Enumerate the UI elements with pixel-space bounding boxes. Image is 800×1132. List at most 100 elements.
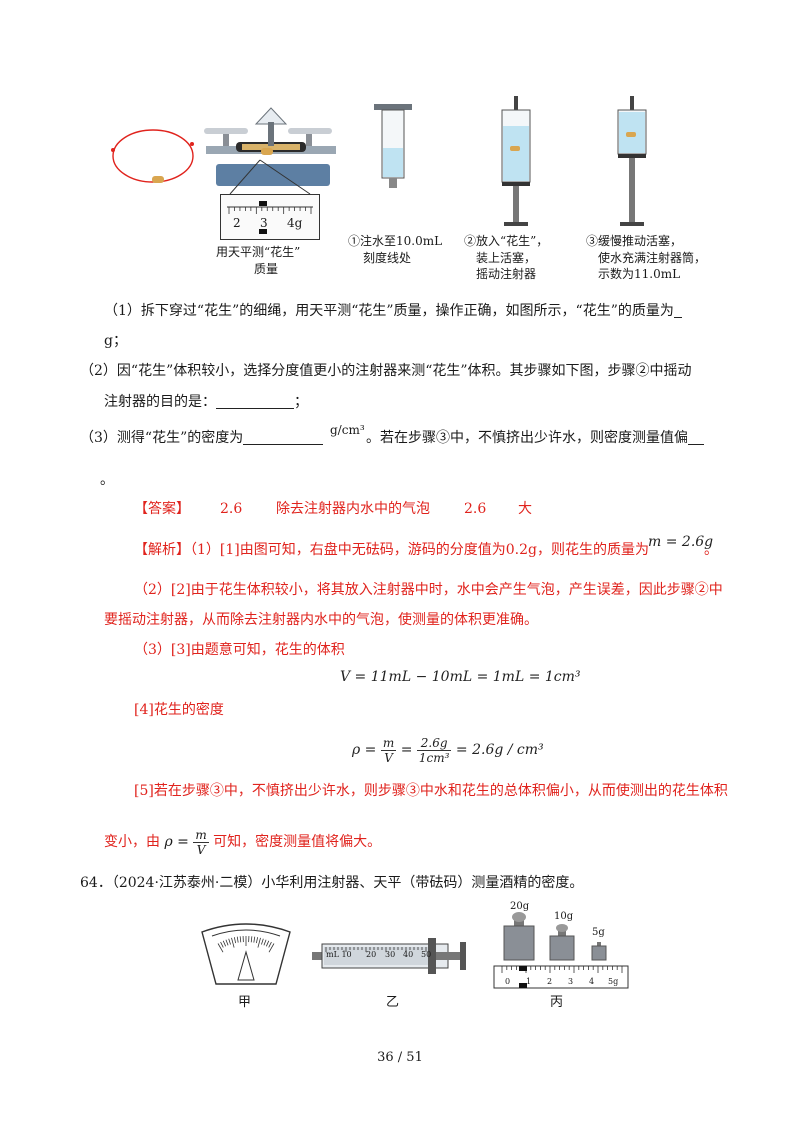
rider-tick-0: 0 bbox=[505, 977, 511, 986]
dial-tick bbox=[261, 938, 264, 945]
dial-tick bbox=[220, 941, 224, 948]
analysis-p1: 【解析】（1）[1]由图可知，右盘中无砝码，游码的分度值为0.2g，则花生的质量… bbox=[134, 540, 649, 560]
q2-end: ； bbox=[294, 394, 308, 410]
dial-tick bbox=[236, 936, 239, 943]
balance-illustration bbox=[204, 107, 336, 186]
balance-caption-line2: 质量 bbox=[254, 262, 279, 276]
analysis-p1-end: 。 bbox=[704, 542, 718, 558]
q3-answer-blank-bias bbox=[688, 430, 704, 445]
dial-tick bbox=[268, 943, 275, 953]
analysis-p2-line1: （2）[2]由于花生体积较小，将其放入注射器中时，水中会产生气泡，产生误差，因此… bbox=[134, 582, 723, 598]
dial-tick bbox=[239, 936, 242, 943]
answer-label: 【答案】 bbox=[134, 501, 190, 517]
dial-tick bbox=[263, 939, 267, 946]
step2-caption-line2: 装上活塞， bbox=[476, 251, 537, 265]
syringe-scale-40: 40 bbox=[403, 950, 414, 959]
step2-caption-line1: ②放入“花生”， bbox=[464, 234, 549, 248]
syringe-step3-illustration bbox=[617, 96, 647, 226]
q1-line1: （1）拆下穿过“花生”的细绳，用天平测“花生”质量，操作正确，如图所示，“花生”… bbox=[104, 301, 682, 321]
analysis-p6-end: 可知，密度测量值将偏大。 bbox=[213, 834, 382, 850]
dial-tick bbox=[217, 943, 224, 953]
dial-tick bbox=[265, 940, 270, 947]
analysis-p4: [4]花生的密度 bbox=[134, 702, 224, 718]
dial-tick bbox=[233, 937, 236, 944]
weight-20g: 20g bbox=[510, 901, 530, 912]
step3-caption-line3: 示数为11.0mL bbox=[598, 267, 681, 281]
q3-line1: （3）测得“花生”的密度为 bbox=[80, 428, 324, 448]
rider-scale-64 bbox=[493, 965, 629, 989]
analysis-p1-text: （1）[1]由图可知，右盘中无砝码，游码的分度值为0.2g，则花生的质量为 bbox=[190, 542, 649, 558]
frac-den-v: V bbox=[384, 750, 393, 765]
dial-tick bbox=[268, 941, 272, 948]
rider-tick-5g: 5g bbox=[608, 977, 619, 986]
q3-text-rest: 。若在步骤③中，不慎挤出少许水，则密度测量值偏 bbox=[366, 430, 688, 446]
q3-text: （3）测得“花生”的密度为 bbox=[80, 430, 244, 446]
frac-den-volume: 1cm³ bbox=[418, 750, 450, 765]
scale-tick-4g: 4g bbox=[287, 216, 303, 230]
q1-text: （1）拆下穿过“花生”的细绳，用天平测“花生”质量，操作正确，如图所示，“花生”… bbox=[104, 303, 674, 319]
q2-text: 注射器的目的是： bbox=[104, 394, 216, 410]
page-number: 36 / 51 bbox=[377, 1050, 423, 1065]
q3-answer-blank-density bbox=[243, 430, 324, 445]
rider-tick-1: 1 bbox=[526, 977, 532, 986]
dial-tick bbox=[222, 940, 227, 947]
rider-scale-zoom: 2 3 4g bbox=[220, 194, 320, 240]
q1-line2: g； bbox=[104, 333, 127, 349]
p6-num: m bbox=[193, 827, 209, 843]
syringe-scale-30: 30 bbox=[385, 950, 396, 959]
dial-tick bbox=[256, 937, 259, 944]
answer-3: 2.6 bbox=[464, 501, 487, 517]
q1-answer-blank bbox=[673, 303, 682, 318]
analysis-p1-equation: m = 2.6g bbox=[648, 534, 714, 550]
label-yi: 乙 bbox=[386, 995, 400, 1010]
rho-lhs: ρ = bbox=[352, 742, 377, 758]
rider-tick-3: 3 bbox=[568, 977, 574, 986]
equals-sign: = bbox=[400, 742, 413, 758]
dial-tick bbox=[253, 936, 256, 943]
analysis-p6-start: 变小，由 bbox=[104, 834, 160, 850]
zoom-lines bbox=[229, 159, 311, 195]
peanut-string-illustration bbox=[111, 129, 194, 183]
balance-caption-line1: 用天平测“花生” bbox=[216, 245, 301, 259]
dial-tick bbox=[228, 938, 231, 945]
dial-tick bbox=[250, 936, 253, 943]
rider-tick-2: 2 bbox=[547, 977, 553, 986]
step2-caption-line3: 摇动注射器 bbox=[476, 267, 537, 281]
analysis-p2-line2: 要摇动注射器，从而除去注射器内水中的气泡，使测量的体积更准确。 bbox=[104, 612, 538, 628]
scale-tick-2: 2 bbox=[233, 216, 241, 230]
step3-caption-line1: ③缓慢推动活塞， bbox=[586, 234, 683, 248]
p6-rho: ρ = bbox=[164, 834, 189, 850]
analysis-p5: [5]若在步骤③中，不慎挤出少许水，则步骤③中水和花生的总体积偏小，从而使测出的… bbox=[134, 783, 728, 799]
dial-tick bbox=[231, 937, 235, 948]
answer-1: 2.6 bbox=[220, 501, 243, 517]
analysis-p3: （3）[3]由题意可知，花生的体积 bbox=[134, 642, 345, 658]
weight-10g: 10g bbox=[554, 911, 574, 922]
syringe-64-illustration bbox=[312, 938, 466, 974]
dial-tick bbox=[257, 937, 261, 948]
step1-caption-line1: ①注水至10.0mL bbox=[348, 234, 443, 248]
label-bing: 丙 bbox=[550, 995, 564, 1010]
scale-tick-3: 3 bbox=[260, 216, 268, 230]
dial-tick bbox=[225, 939, 229, 946]
q2-answer-blank bbox=[216, 394, 294, 409]
balance-pointer-illustration bbox=[201, 923, 291, 985]
answer-2: 除去注射器内水中的气泡 bbox=[276, 501, 430, 517]
frac-num-m: m bbox=[380, 735, 397, 751]
problem-64-text: 64．（2024·江苏泰州·二模）小华利用注射器、天平（带砝码）测量酒精的密度。 bbox=[80, 875, 584, 891]
equation-volume: V = 11mL − 10mL = 1mL = 1cm³ bbox=[340, 669, 581, 685]
rider-tick-4: 4 bbox=[589, 977, 595, 986]
weight-5g: 5g bbox=[592, 927, 605, 938]
rho-rhs: = 2.6g / cm³ bbox=[455, 742, 544, 758]
q2-line1: （2）因“花生”体积较小，选择分度值更小的注射器来测“花生”体积。其步骤如下图，… bbox=[80, 363, 692, 379]
syringe-scale-20: 20 bbox=[366, 950, 377, 959]
syringe-step1-illustration bbox=[374, 104, 412, 188]
rider-scale-ticks bbox=[227, 201, 313, 234]
step3-caption-line2: 使水充满注射器筒， bbox=[598, 251, 707, 265]
p6-den: V bbox=[196, 842, 206, 857]
q3-unit: g/cm³ bbox=[330, 423, 365, 437]
syringe-step2-illustration bbox=[501, 96, 531, 226]
